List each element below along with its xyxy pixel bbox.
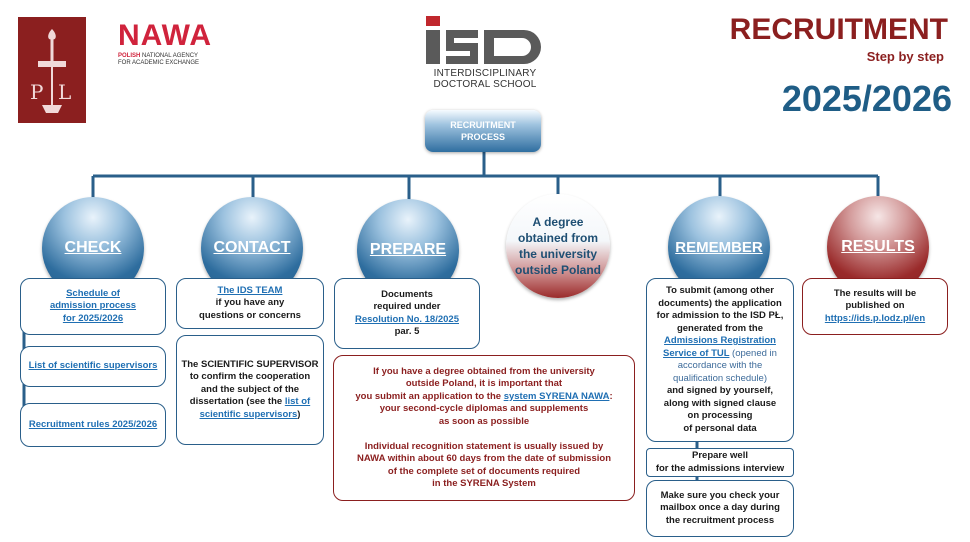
resolution-link[interactable]: Resolution No. 18/2025 xyxy=(354,313,459,325)
degree-abroad-circle: A degree obtained from the university ou… xyxy=(506,194,610,298)
ids-team-link[interactable]: The IDS TEAM xyxy=(217,284,283,296)
page-subtitle: Step by step xyxy=(866,49,944,64)
nawa-wordmark: NAWA xyxy=(118,19,212,52)
page-title: RECRUITMENT xyxy=(729,13,948,46)
results-website-link[interactable]: https://ids.p.lodz.pl/en xyxy=(824,312,926,324)
remember-mailbox-box: Make sure you check your mailbox once a … xyxy=(646,480,794,537)
lodz-university-logo: P L xyxy=(18,17,86,123)
isd-line2: DOCTORAL SCHOOL xyxy=(433,79,537,90)
supervisors-list-link[interactable]: List of scientific supervisors xyxy=(28,360,158,372)
svg-text:L: L xyxy=(58,80,71,104)
remember-interview-box: Prepare well for the admissions intervie… xyxy=(646,448,794,477)
results-label: RESULTS xyxy=(841,238,915,255)
prepare-documents-box: Documents required under Resolution No. … xyxy=(334,278,480,349)
recruitment-rules-link[interactable]: Recruitment rules 2025/2026 xyxy=(28,418,158,430)
contact-supervisor-box: The SCIENTIFIC SUPERVISOR to confirm the… xyxy=(176,335,324,445)
contact-ids-team-box: The IDS TEAM if you have any questions o… xyxy=(176,278,324,329)
page-title-block: RECRUITMENT Step by step xyxy=(729,13,948,65)
university-seal-icon: P L xyxy=(18,17,86,123)
degree-abroad-label: A degree obtained from the university ou… xyxy=(514,215,601,277)
remember-label: REMEMBER xyxy=(675,238,763,256)
prepare-label: PREPARE xyxy=(369,241,447,258)
isd-logo-mark-icon xyxy=(426,16,541,64)
check-rules-box: Recruitment rules 2025/2026 xyxy=(20,403,166,447)
check-label: CHECK xyxy=(64,239,122,256)
academic-year: 2025/2026 xyxy=(781,78,952,119)
svg-text:P: P xyxy=(30,80,43,104)
nawa-tagline: POLISH NATIONAL AGENCY FOR ACADEMIC EXCH… xyxy=(118,53,200,66)
contact-label: CONTACT xyxy=(213,239,291,256)
nawa-logo: NAWA POLISH NATIONAL AGENCY FOR ACADEMIC… xyxy=(118,19,212,67)
results-box: The results will be published on https:/… xyxy=(802,278,948,335)
syrena-nawa-link[interactable]: system SYRENA NAWA xyxy=(503,390,610,402)
check-supervisors-box: List of scientific supervisors xyxy=(20,346,166,387)
remember-application-box: To submit (among other documents) the ap… xyxy=(646,278,794,442)
degree-abroad-box: If you have a degree obtained from the u… xyxy=(333,355,635,501)
isd-line1: INTERDISCIPLINARY xyxy=(433,68,537,79)
isd-logo: INTERDISCIPLINARY DOCTORAL SCHOOL xyxy=(424,16,546,90)
